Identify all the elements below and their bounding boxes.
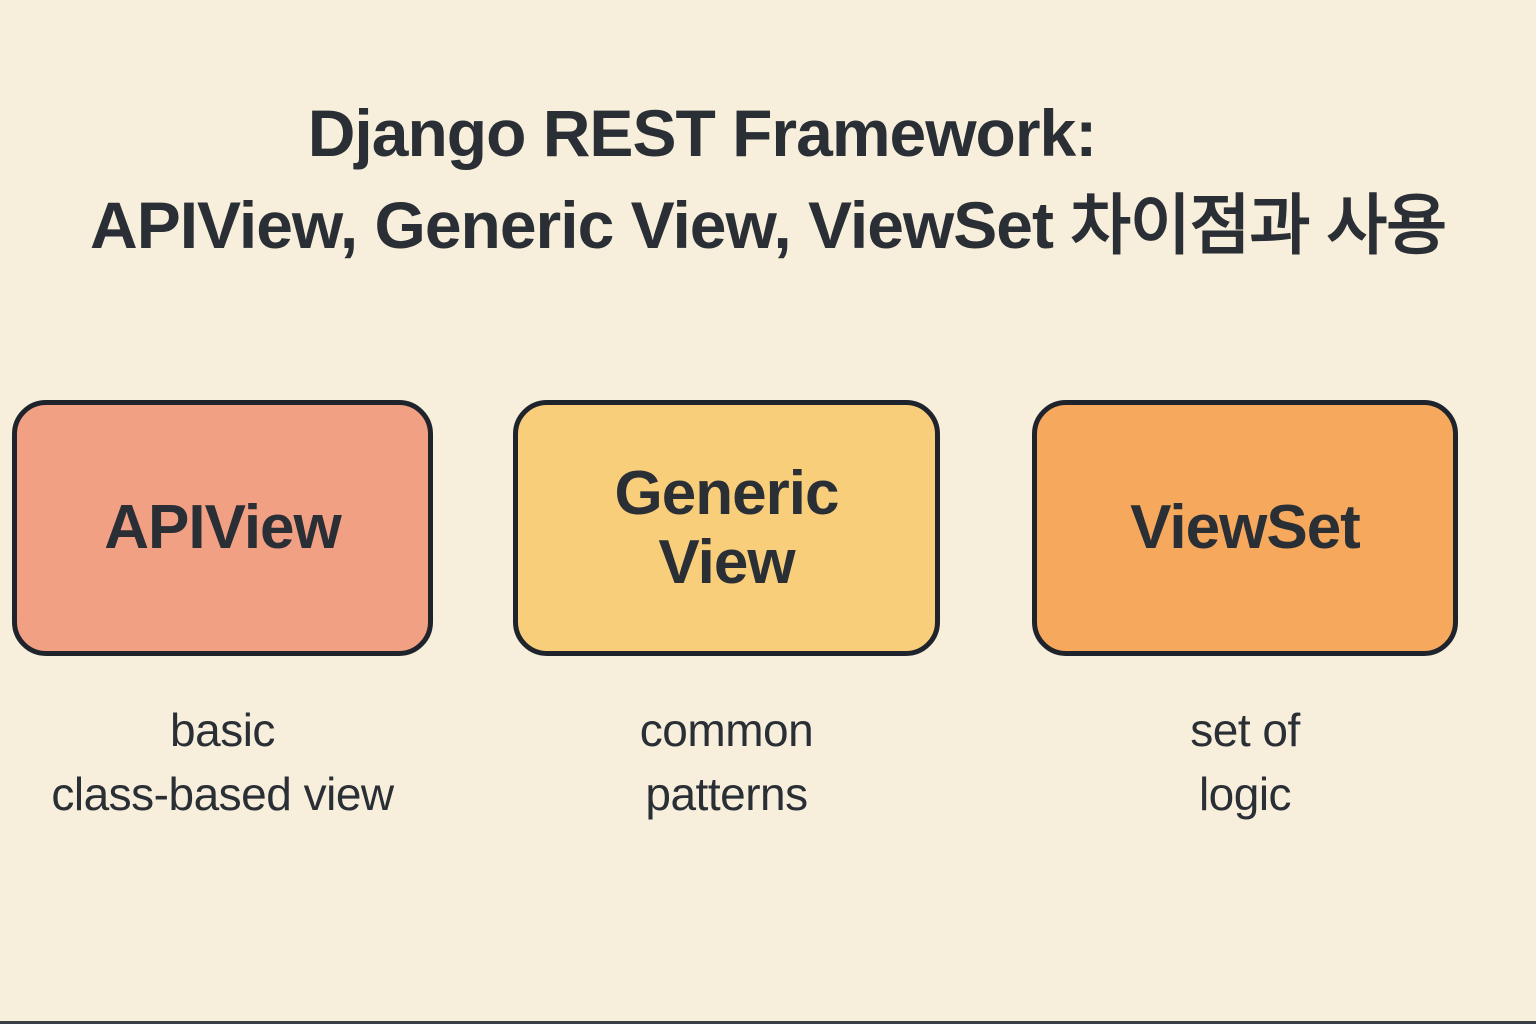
box-generic-view-label: Generic View bbox=[614, 458, 840, 597]
box-viewset-label: ViewSet bbox=[1130, 493, 1361, 563]
title-line-2: APIView, Generic View, ViewSet 차이점과 사용 bbox=[90, 188, 1447, 262]
caption-generic-view: common patterns bbox=[513, 698, 940, 826]
caption-viewset: set of logic bbox=[1032, 698, 1458, 826]
caption-apiview: basic class-based view bbox=[12, 698, 433, 826]
caption-generic-view-line-2: patterns bbox=[645, 768, 808, 820]
bottom-edge-line bbox=[0, 1021, 1536, 1024]
caption-apiview-line-1: basic bbox=[170, 704, 275, 756]
caption-generic-view-line-1: common bbox=[639, 704, 814, 756]
box-apiview-label: APIView bbox=[104, 493, 342, 563]
caption-viewset-line-2: logic bbox=[1198, 768, 1292, 820]
box-viewset: ViewSet bbox=[1032, 400, 1458, 656]
box-apiview: APIView bbox=[12, 400, 433, 656]
caption-viewset-line-1: set of bbox=[1190, 704, 1300, 756]
box-generic-view: Generic View bbox=[513, 400, 940, 656]
caption-apiview-line-2: class-based view bbox=[51, 768, 394, 820]
title-line-1: Django REST Framework: bbox=[307, 96, 1097, 170]
